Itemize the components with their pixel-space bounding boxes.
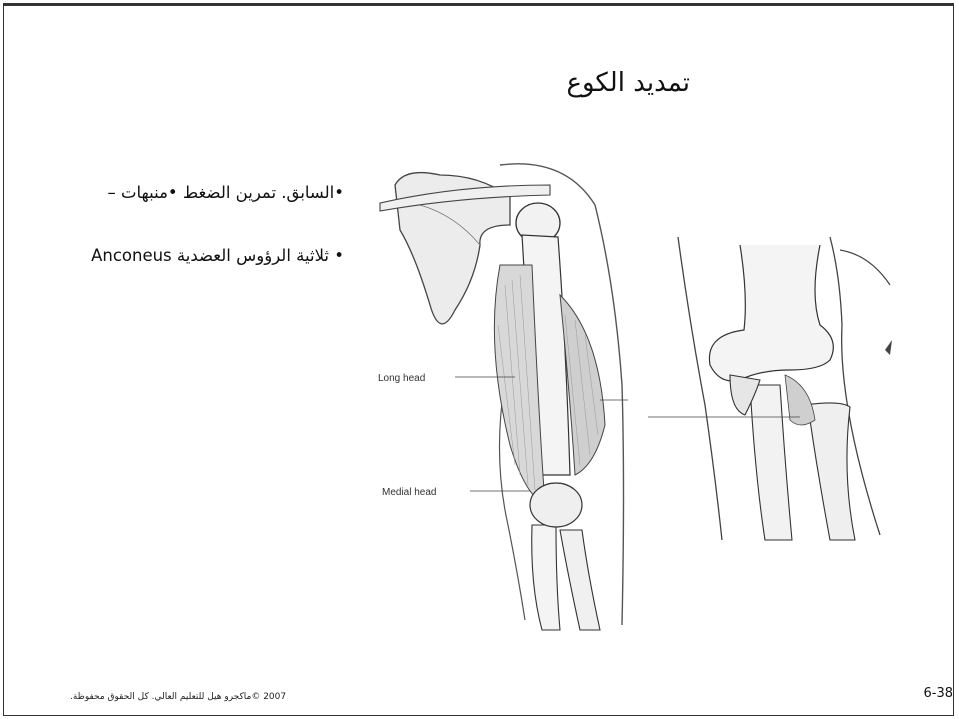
radius (560, 530, 600, 630)
detail-anconeus (785, 375, 815, 425)
slide-title: تمديد الكوع (420, 68, 690, 98)
label-long-head: Long head (378, 373, 425, 384)
elbow-joint (530, 483, 582, 527)
bullet-muscles: • ثلاثية الرؤوس العضدية Anconeus (91, 246, 344, 265)
detail-arrow (885, 340, 892, 355)
detail-humerus (709, 245, 833, 381)
slide-top-border (4, 4, 953, 6)
slide-number: 6-38 (923, 686, 953, 701)
arm-anatomy-illustration: Long head Medial head (360, 145, 920, 635)
detail-ulna (750, 385, 792, 540)
footer-copyright: 2007 ©ماكجرو هيل للتعليم العالي. كل الحق… (70, 692, 286, 702)
bullet-exercises: •السابق. تمرين الضغط •منبهات – (107, 183, 344, 202)
detail-radius (805, 403, 855, 540)
label-medial-head: Medial head (382, 487, 436, 498)
ulna (532, 525, 560, 630)
detail-outline-left (678, 237, 722, 540)
detail-outline-curve (840, 250, 890, 285)
